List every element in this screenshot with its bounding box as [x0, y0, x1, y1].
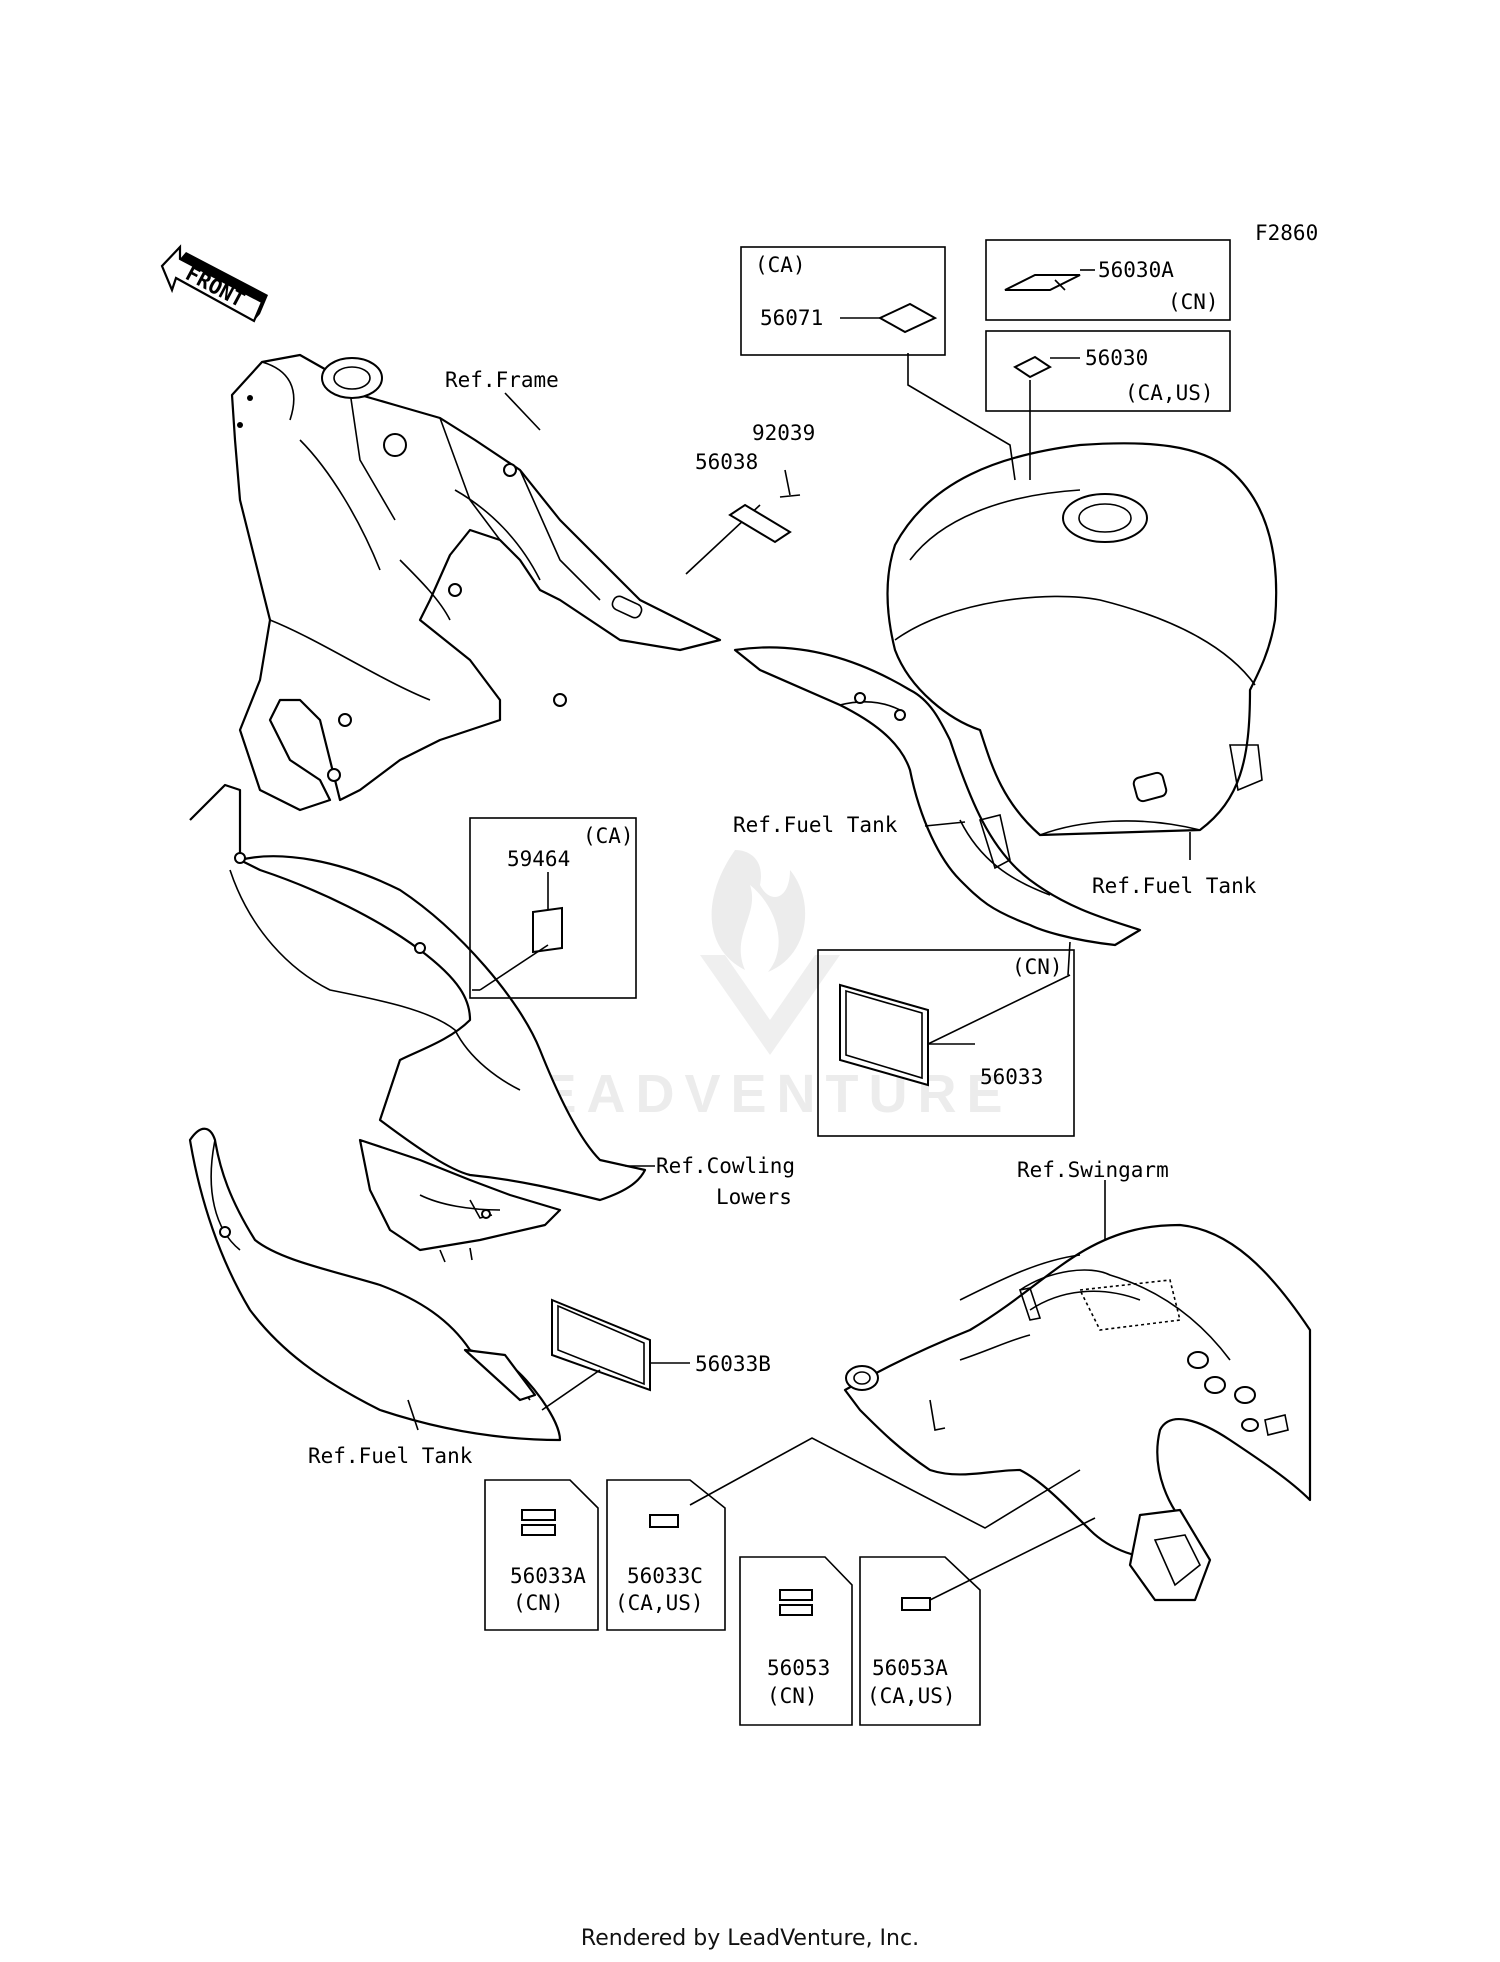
part-56033-region: (CN) [1012, 955, 1063, 979]
part-56071-region: (CA) [755, 253, 806, 277]
part-56038-number: 56038 [695, 450, 758, 474]
frame-drawing [230, 353, 722, 812]
watermark: LEADVENTURE [497, 850, 1012, 1124]
ref-swingarm-label: Ref.Swingarm [1017, 1158, 1169, 1182]
fuel-tank-drawing [886, 442, 1278, 837]
part-56030-box [985, 330, 1231, 412]
part-56030-number: 56030 [1085, 346, 1148, 370]
part-92039-number: 92039 [752, 421, 815, 445]
ref-fuel-tank-right-label: Ref.Fuel Tank [1092, 874, 1257, 898]
footer-credit: Rendered by LeadVenture, Inc. [581, 1926, 919, 1951]
front-arrow-icon: FRONT [160, 244, 268, 323]
part-56033C-number: 56033C [627, 1564, 703, 1588]
part-56033A-region: (CN) [513, 1591, 564, 1615]
watermark-text: LEADVENTURE [497, 1064, 1012, 1124]
ref-cowling-label-line2: Lowers [716, 1185, 792, 1209]
part-56053-number: 56053 [767, 1656, 830, 1680]
swingarm-drawing [843, 1223, 1312, 1602]
part-56033A-box [484, 1479, 599, 1631]
part-56030-region: (CA,US) [1125, 381, 1214, 405]
part-56053-region: (CN) [767, 1684, 818, 1708]
part-56033A-number: 56033A [510, 1564, 586, 1588]
part-59464-region: (CA) [583, 824, 634, 848]
part-56071-number: 56071 [760, 306, 823, 330]
watermark-flame-icon [711, 850, 806, 972]
fuel-tank-side-cover-drawing [733, 646, 1142, 947]
part-56033C-box [606, 1479, 726, 1631]
part-56033C-region: (CA,US) [615, 1591, 704, 1615]
part-56071-box [740, 246, 946, 356]
part-56053A-box [859, 1556, 981, 1726]
part-56053A-number: 56053A [872, 1656, 948, 1680]
part-56030A-number: 56030A [1098, 258, 1174, 282]
part-56033-box [817, 949, 1075, 1137]
part-56033B-number: 56033B [695, 1352, 771, 1376]
watermark-v-icon [700, 955, 840, 1055]
part-59464-number: 59464 [507, 847, 570, 871]
fuel-tank-lower-cover-drawing [188, 1127, 562, 1442]
ref-frame-label: Ref.Frame [445, 368, 559, 392]
figure-code: F2860 [1255, 221, 1318, 245]
ref-fuel-tank-lower-label: Ref.Fuel Tank [308, 1444, 473, 1468]
cowling-lowers-drawing [189, 783, 647, 1263]
part-56053A-region: (CA,US) [867, 1684, 956, 1708]
ref-fuel-tank-upper-label: Ref.Fuel Tank [733, 813, 898, 837]
part-56030A-box [985, 239, 1231, 321]
part-59464-box [469, 817, 637, 999]
part-56030A-region: (CN) [1168, 290, 1219, 314]
ref-cowling-label-line1: Ref.Cowling [656, 1154, 795, 1178]
part-56053-box [739, 1556, 853, 1726]
part-56033-number: 56033 [980, 1065, 1043, 1089]
